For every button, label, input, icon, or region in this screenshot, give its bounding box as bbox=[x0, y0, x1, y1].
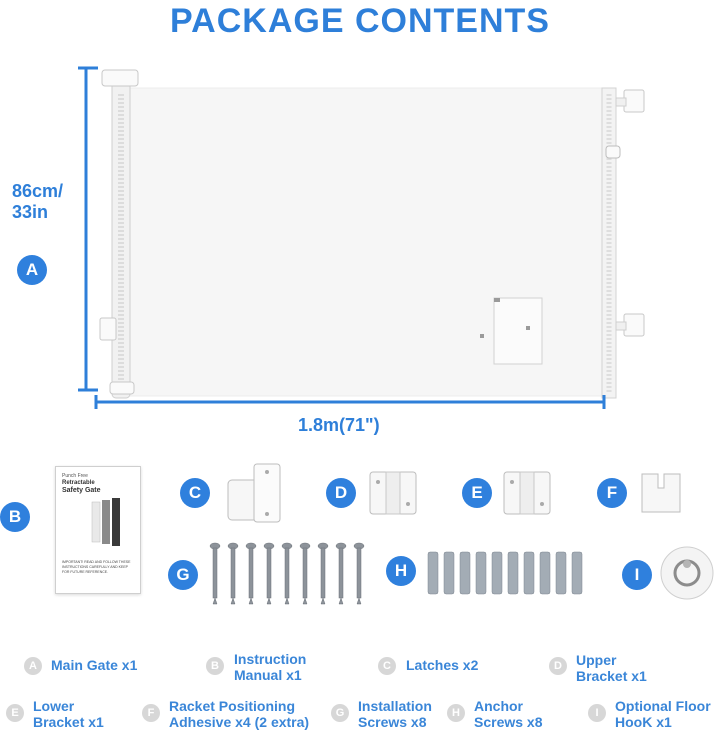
width-dimension-line bbox=[94, 395, 606, 409]
legend-badge-i: I bbox=[588, 704, 606, 722]
badge-d: D bbox=[326, 478, 356, 508]
badge-e: E bbox=[462, 478, 492, 508]
legend-d-line1: Upper bbox=[576, 652, 617, 668]
badge-f: F bbox=[597, 478, 627, 508]
legend-b: Instruction Manual x1 bbox=[234, 651, 306, 683]
manual-line1: Punch Free bbox=[62, 473, 88, 479]
adhesive-pad-icon bbox=[641, 473, 681, 513]
legend-i-line1: Optional Floor bbox=[615, 698, 711, 714]
legend-g: Installation Screws x8 bbox=[358, 698, 432, 730]
height-label: 86cm/ 33in bbox=[12, 181, 63, 223]
legend-g-line2: Screws x8 bbox=[358, 714, 427, 730]
legend-badge-b: B bbox=[206, 657, 224, 675]
legend-badge-f: F bbox=[142, 704, 160, 722]
instruction-manual-image: Punch Free Retractable Safety Gate IMPOR… bbox=[55, 466, 141, 594]
legend-badge-g: G bbox=[331, 704, 349, 722]
legend-d: Upper Bracket x1 bbox=[576, 652, 647, 684]
page-title: PACKAGE CONTENTS bbox=[170, 2, 550, 40]
legend-f: Racket Positioning Adhesive x4 (2 extra) bbox=[169, 698, 309, 730]
manual-line2: Retractable bbox=[62, 480, 95, 486]
height-label-line1: 86cm/ bbox=[12, 181, 64, 201]
legend-c: Latches x2 bbox=[406, 657, 478, 673]
legend-h-line2: Screws x8 bbox=[474, 714, 543, 730]
height-dimension-line bbox=[78, 66, 98, 392]
badge-c: C bbox=[180, 478, 210, 508]
badge-b: B bbox=[0, 502, 30, 532]
legend-e-line2: Bracket x1 bbox=[33, 714, 104, 730]
installation-screws-icon bbox=[209, 542, 365, 605]
legend-e-line1: Lower bbox=[33, 698, 75, 714]
legend-b-line1: Instruction bbox=[234, 651, 307, 667]
legend-g-line1: Installation bbox=[358, 698, 432, 714]
width-label: 1.8m(71") bbox=[298, 415, 380, 435]
main-gate-illustration bbox=[99, 69, 645, 399]
legend-e: Lower Bracket x1 bbox=[33, 698, 104, 730]
lower-bracket-icon bbox=[503, 471, 551, 515]
legend-h: Anchor Screws x8 bbox=[474, 698, 543, 730]
legend-b-line2: Manual x1 bbox=[234, 667, 302, 683]
legend-badge-a: A bbox=[24, 657, 42, 675]
upper-bracket-icon bbox=[369, 471, 417, 515]
legend-a-line1: Main Gate x1 bbox=[51, 657, 138, 673]
legend-i: Optional Floor HooK x1 bbox=[615, 698, 711, 730]
manual-gate-icons bbox=[91, 498, 120, 546]
manual-line3: Safety Gate bbox=[62, 487, 101, 494]
floor-hook-icon bbox=[660, 546, 714, 600]
legend-a: Main Gate x1 bbox=[51, 657, 137, 673]
legend-d-line2: Bracket x1 bbox=[576, 668, 647, 684]
legend-h-line1: Anchor bbox=[474, 698, 523, 714]
manual-note: IMPORTANT! READ AND FOLLOW THESE INSTRUC… bbox=[62, 560, 131, 574]
legend-f-line2: Adhesive x4 (2 extra) bbox=[169, 714, 310, 730]
legend-badge-d: D bbox=[549, 657, 567, 675]
anchor-screws-icon bbox=[427, 551, 583, 595]
height-label-line2: 33in bbox=[12, 202, 49, 222]
legend-f-line1: Racket Positioning bbox=[169, 698, 296, 714]
legend-c-line1: Latches x2 bbox=[406, 657, 479, 673]
legend-badge-e: E bbox=[6, 704, 24, 722]
legend-badge-c: C bbox=[378, 657, 396, 675]
legend-i-line2: HooK x1 bbox=[615, 714, 672, 730]
badge-g: G bbox=[168, 560, 198, 590]
latch-icon bbox=[227, 463, 281, 523]
badge-i: I bbox=[622, 560, 652, 590]
legend-badge-h: H bbox=[447, 704, 465, 722]
badge-a: A bbox=[17, 255, 47, 285]
badge-h: H bbox=[386, 556, 416, 586]
